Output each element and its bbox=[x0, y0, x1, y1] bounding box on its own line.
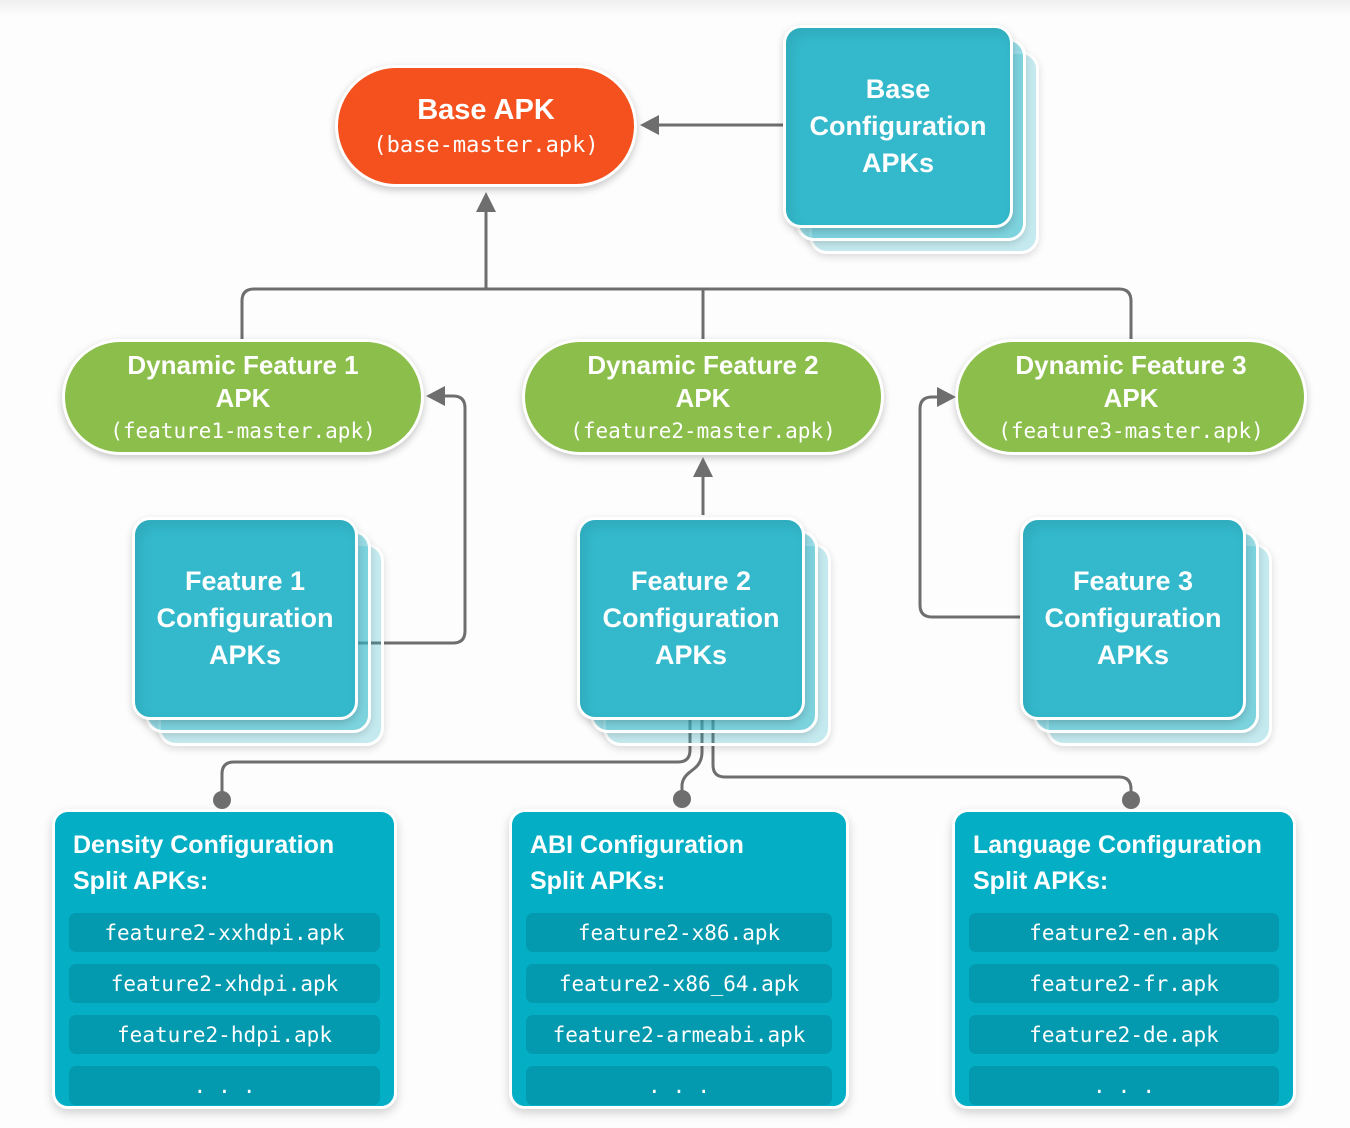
feature2-filename: (feature2-master.apk) bbox=[570, 418, 836, 443]
split-apk-row: feature2-de.apk bbox=[969, 1015, 1279, 1054]
density-header-line1: Density Configuration bbox=[73, 831, 335, 859]
abi-header-line2: Split APKs: bbox=[530, 867, 666, 895]
arrowhead-up-into-base-apk bbox=[476, 192, 496, 212]
split-apk-row-ellipsis: ... bbox=[969, 1066, 1279, 1105]
density-split-header: Density Configuration Split APKs: bbox=[69, 827, 380, 899]
arrowhead-left-into-feature1-apk bbox=[426, 386, 445, 406]
arrowhead-right-into-feature3-apk bbox=[937, 387, 956, 407]
page-top-fade bbox=[0, 0, 1350, 16]
base-apk-filename: (base-master.apk) bbox=[373, 132, 599, 158]
feature3-config-line1: Feature 3 bbox=[1072, 566, 1194, 596]
feature1-config-line3: APKs bbox=[208, 640, 282, 670]
dynamic-feature-2-node: Dynamic Feature 2 APK (feature2-master.a… bbox=[522, 339, 884, 455]
arrowhead-left-into-base-apk bbox=[640, 115, 659, 135]
language-header-line2: Split APKs: bbox=[973, 867, 1109, 895]
feature3-config-line3: APKs bbox=[1096, 640, 1170, 670]
feature2-config-line2: Configuration bbox=[602, 603, 780, 633]
feature1-filename: (feature1-master.apk) bbox=[110, 418, 376, 443]
feature3-config-card: Feature 3 Configuration APKs bbox=[1020, 517, 1246, 720]
split-apk-row: feature2-x86.apk bbox=[526, 913, 832, 952]
dynamic-feature-3-node: Dynamic Feature 3 APK (feature3-master.a… bbox=[955, 339, 1307, 455]
feature3-title-line1: Dynamic Feature 3 bbox=[1015, 349, 1247, 380]
feature3-config-stack: Feature 3 Configuration APKs bbox=[1020, 517, 1272, 746]
density-apk-list: feature2-xxhdpi.apk feature2-xhdpi.apk f… bbox=[69, 913, 380, 1105]
feature1-title-line1: Dynamic Feature 1 bbox=[127, 349, 359, 380]
feature3-config-line2: Configuration bbox=[1044, 603, 1222, 633]
split-apk-row-ellipsis: ... bbox=[526, 1066, 832, 1105]
trunk-connector bbox=[240, 287, 1133, 339]
abi-apk-list: feature2-x86.apk feature2-x86_64.apk fea… bbox=[526, 913, 832, 1105]
feature2-title-line1: Dynamic Feature 2 bbox=[587, 349, 819, 380]
split-apk-row-ellipsis: ... bbox=[69, 1066, 380, 1105]
junction-dot-density bbox=[213, 791, 231, 809]
split-apk-row: feature2-x86_64.apk bbox=[526, 964, 832, 1003]
junction-dot-abi bbox=[673, 790, 691, 808]
feature2-config-card: Feature 2 Configuration APKs bbox=[577, 517, 805, 720]
split-apk-row: feature2-xxhdpi.apk bbox=[69, 913, 380, 952]
split-apk-row: feature2-armeabi.apk bbox=[526, 1015, 832, 1054]
feature1-title-line2: APK bbox=[215, 382, 271, 413]
feature2-config-stack: Feature 2 Configuration APKs bbox=[577, 517, 831, 746]
dynamic-feature-1-node: Dynamic Feature 1 APK (feature1-master.a… bbox=[62, 339, 424, 455]
language-header-line1: Language Configuration bbox=[973, 831, 1262, 859]
density-split-box: Density Configuration Split APKs: featur… bbox=[52, 809, 397, 1109]
split-apk-row: feature2-en.apk bbox=[969, 913, 1279, 952]
split-apk-row: feature2-hdpi.apk bbox=[69, 1015, 380, 1054]
split-apk-row: feature2-xhdpi.apk bbox=[69, 964, 380, 1003]
feature1-config-card: Feature 1 Configuration APKs bbox=[132, 517, 358, 720]
abi-split-box: ABI Configuration Split APKs: feature2-x… bbox=[509, 809, 849, 1109]
feature1-config-line2: Configuration bbox=[156, 603, 334, 633]
language-split-header: Language Configuration Split APKs: bbox=[969, 827, 1279, 899]
base-config-line2: Configuration bbox=[809, 111, 987, 141]
base-config-line1: Base bbox=[865, 74, 931, 104]
feature1-config-stack: Feature 1 Configuration APKs bbox=[132, 517, 384, 746]
language-split-box: Language Configuration Split APKs: featu… bbox=[952, 809, 1296, 1109]
abi-split-header: ABI Configuration Split APKs: bbox=[526, 827, 832, 899]
base-config-card: Base Configuration APKs bbox=[783, 25, 1013, 228]
feature3-filename: (feature3-master.apk) bbox=[998, 418, 1264, 443]
feature2-config-line1: Feature 2 bbox=[630, 566, 752, 596]
arrowhead-up-into-feature2-apk bbox=[693, 457, 713, 477]
language-apk-list: feature2-en.apk feature2-fr.apk feature2… bbox=[969, 913, 1279, 1105]
feature2-title-line2: APK bbox=[675, 382, 731, 413]
abi-header-line1: ABI Configuration bbox=[530, 831, 744, 859]
base-apk-title: Base APK bbox=[417, 93, 555, 126]
base-config-line3: APKs bbox=[861, 148, 935, 178]
feature2-config-line3: APKs bbox=[654, 640, 728, 670]
density-header-line2: Split APKs: bbox=[73, 867, 209, 895]
junction-dot-language bbox=[1122, 791, 1140, 809]
feature1-config-line1: Feature 1 bbox=[184, 566, 306, 596]
base-apk-node: Base APK (base-master.apk) bbox=[335, 65, 637, 187]
split-apk-row: feature2-fr.apk bbox=[969, 964, 1279, 1003]
base-config-stack: Base Configuration APKs bbox=[783, 25, 1039, 254]
feature3-title-line2: APK bbox=[1103, 382, 1159, 413]
